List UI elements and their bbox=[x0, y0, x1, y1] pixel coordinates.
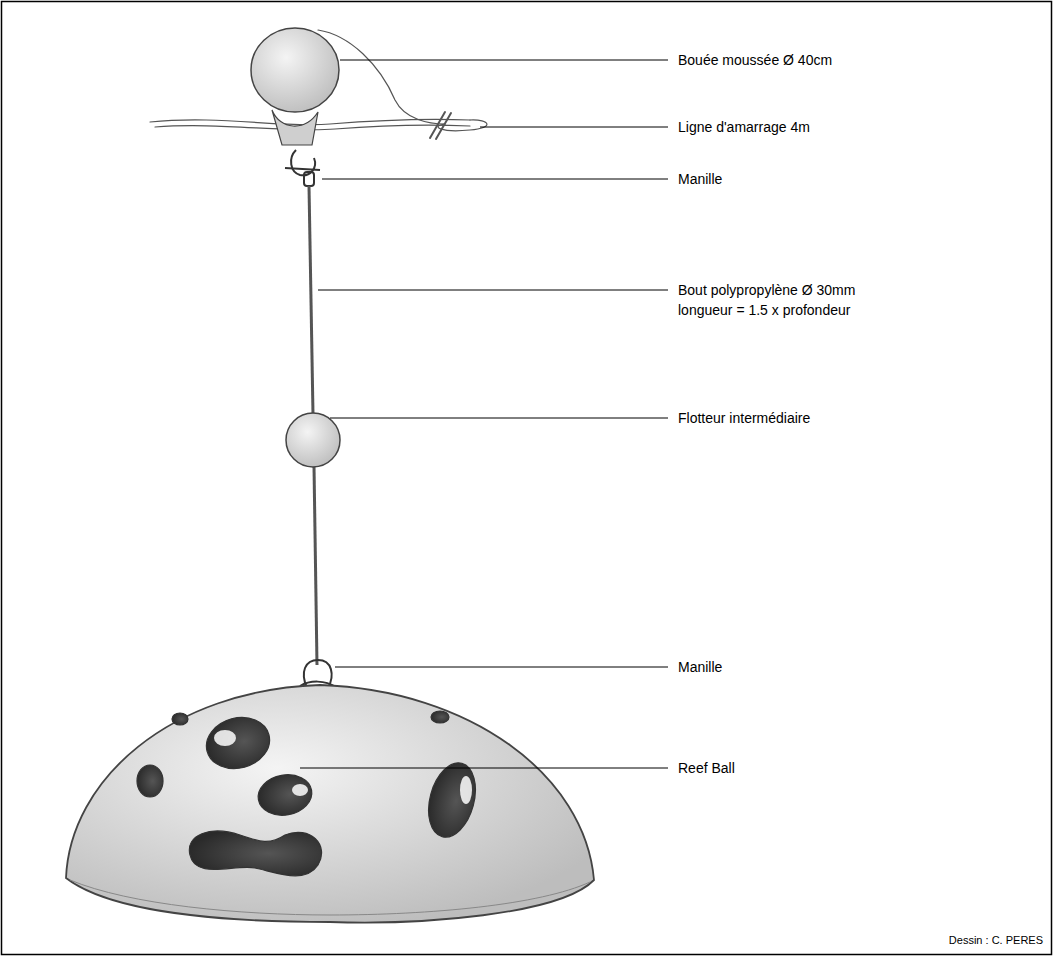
mooring-line-label: Ligne d'amarrage 4m bbox=[678, 117, 810, 137]
rope-label: Bout polypropylène Ø 30mm longueur = 1.5… bbox=[678, 280, 883, 320]
buoy-label: Bouée moussée Ø 40cm bbox=[678, 50, 832, 70]
shackle-label: Manille bbox=[678, 169, 722, 189]
reef-ball-label: Reef Ball bbox=[678, 758, 735, 778]
float-label: Flotteur intermédiaire bbox=[678, 408, 810, 428]
shackle-label: Manille bbox=[678, 657, 722, 677]
credit-note: Dessin : C. PERES bbox=[949, 933, 1043, 947]
